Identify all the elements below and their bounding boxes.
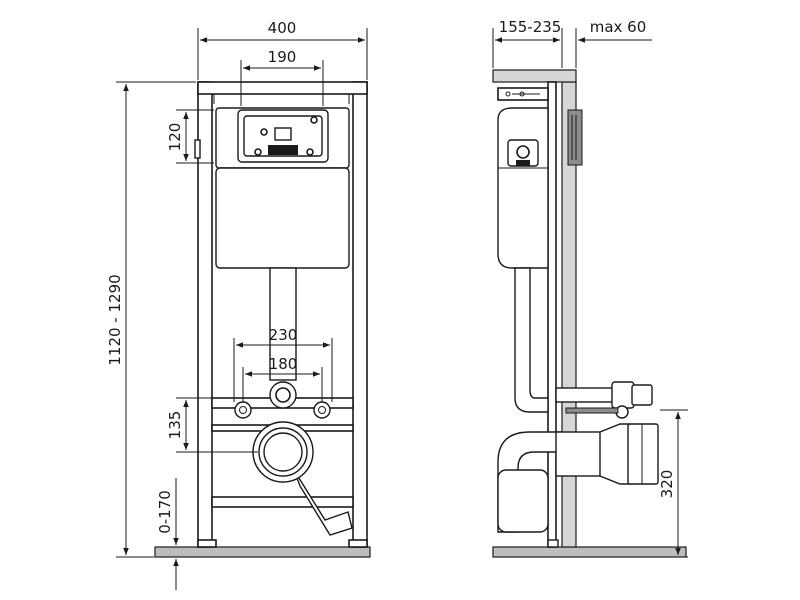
dim-label-155-235: 155-235: [499, 18, 562, 36]
flush-plate-side: [567, 109, 583, 166]
front-frame: [197, 81, 368, 548]
frame-side: [497, 81, 559, 548]
dim-180: 180: [242, 355, 323, 402]
dim-155-235: 155-235: [492, 18, 563, 68]
dim-floor-adjust: 0-170: [156, 478, 179, 590]
floor-slab-front: [154, 546, 371, 558]
drain-outlet-front: [252, 421, 353, 536]
dim-label-400: 400: [268, 19, 297, 37]
dim-230: 230: [233, 326, 333, 402]
cistern-front: [194, 107, 350, 269]
flush-pipe-side: [514, 267, 549, 413]
dim-max-60: max 60: [575, 18, 652, 68]
dim-label-230: 230: [269, 326, 298, 344]
flush-pipe-front: [269, 267, 297, 381]
dim-320: 320: [658, 409, 688, 558]
dim-400: 400: [197, 19, 368, 80]
dim-label-135: 135: [166, 411, 184, 440]
dim-label-floor-adjust: 0-170: [156, 490, 174, 534]
floor-slab-side: [492, 546, 687, 558]
drain-pipe-side: [497, 407, 659, 533]
dim-label-190: 190: [268, 48, 297, 66]
dim-190: 190: [240, 48, 324, 106]
cistern-side: [497, 107, 549, 269]
dim-label-180: 180: [269, 355, 298, 373]
dim-label-total-height: 1120 - 1290: [106, 274, 124, 365]
dim-label-120: 120: [166, 123, 184, 152]
dim-135: 135: [166, 397, 258, 453]
dim-label-max-60: max 60: [590, 18, 647, 36]
dim-120: 120: [166, 109, 214, 164]
ceiling-beam-side: [492, 69, 577, 83]
dim-label-320: 320: [658, 470, 676, 499]
dim-total-height: 1120 - 1290: [106, 81, 196, 558]
